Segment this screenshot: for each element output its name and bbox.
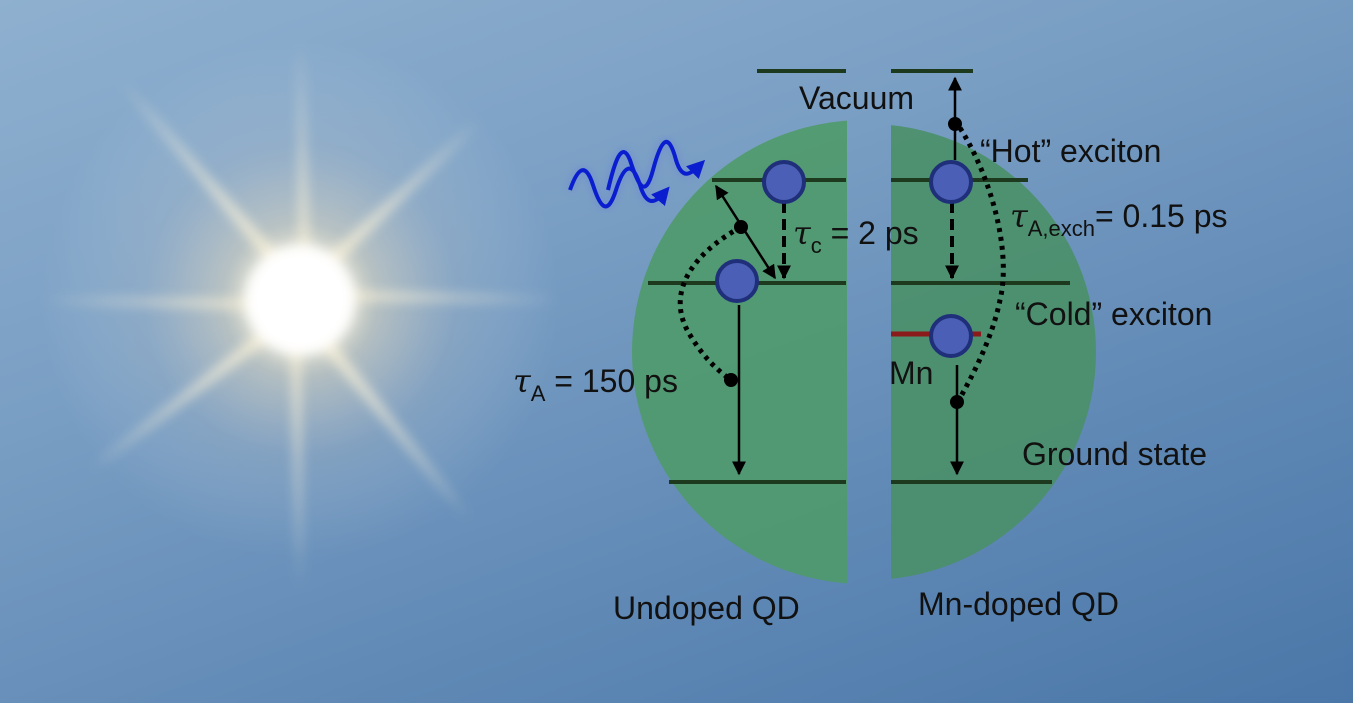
vacuum-label: Vacuum: [799, 80, 915, 116]
tau-a-label: τA = 150 ps: [513, 362, 678, 406]
exciton-icons: [715, 160, 973, 358]
sun-icon: [40, 40, 560, 590]
energy-levels: [648, 69, 1070, 484]
mn-doped-qd-shape: [891, 125, 1096, 579]
undoped-qd-label: Undoped QD: [613, 590, 800, 626]
mn-doped-processes: [945, 76, 1006, 476]
hot-exciton-label: “Hot” exciton: [980, 133, 1162, 169]
photon-icon: [565, 137, 706, 211]
mn-doped-qd-label: Mn-doped QD: [918, 586, 1119, 622]
auger-dotted-path: [677, 224, 743, 383]
tau-a-exch-label: τA,exch= 0.15 ps: [1010, 197, 1228, 241]
tau-c-label: τc = 2 ps: [793, 214, 919, 258]
cold-exciton-label: “Cold” exciton: [1015, 296, 1213, 332]
mn-label: Mn: [889, 355, 934, 391]
exchange-dotted-path: [957, 126, 1006, 400]
undoped-processes: [677, 184, 791, 476]
ground-state-label: Ground state: [1022, 436, 1207, 472]
